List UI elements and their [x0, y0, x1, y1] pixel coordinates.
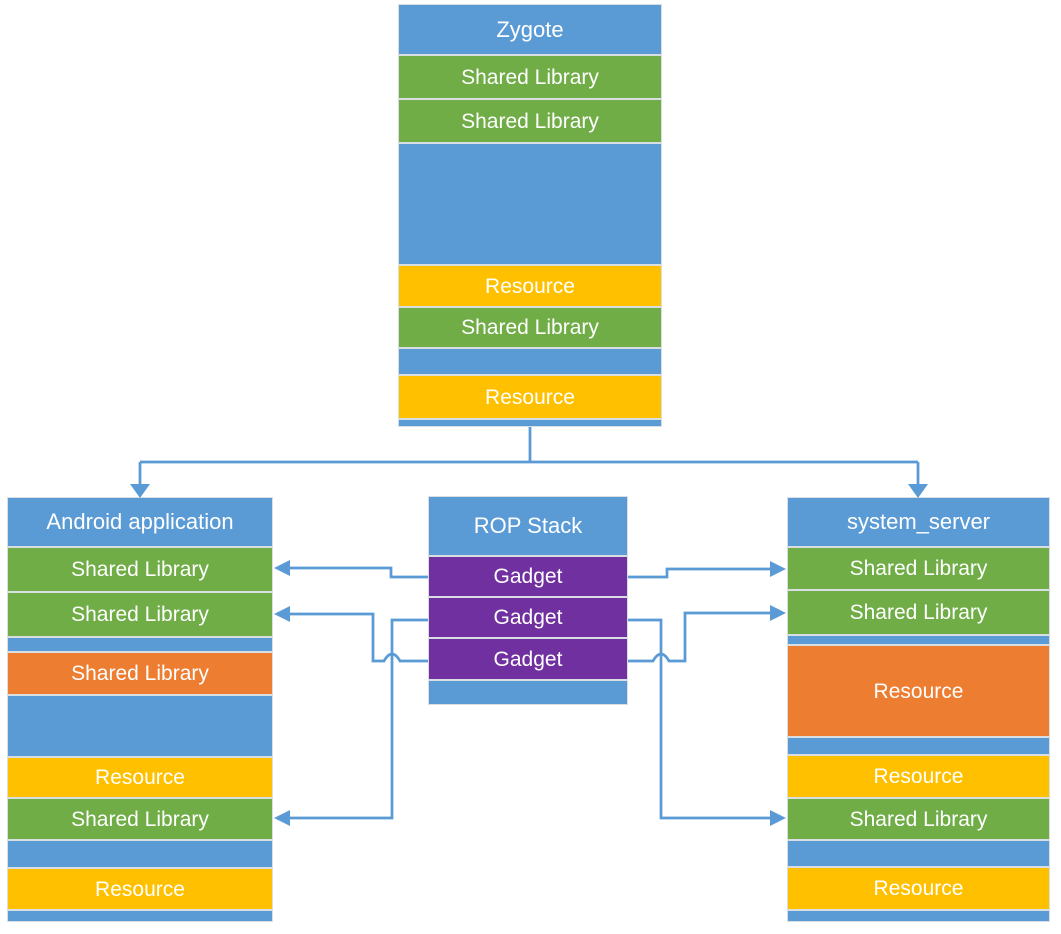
gadget1-to-system-shared-library-connector [628, 561, 786, 579]
system-server-column: system_server Shared Library Shared Libr… [787, 497, 1050, 922]
system-row-footer [787, 910, 1050, 922]
rop-row-footer [428, 680, 628, 705]
zygote-row-unlabeled-memory [398, 143, 662, 265]
rop-row-gadget-3: Gadget [428, 638, 628, 680]
down-arrow-icon [130, 484, 150, 498]
gadget2-to-system-shared-library-connector [628, 618, 786, 826]
rop-stack-title: ROP Stack [428, 496, 628, 556]
gadget3-to-system-shared-library-connector [628, 605, 786, 663]
system-row-shared-library: Shared Library [787, 590, 1050, 635]
zygote-row-resource: Resource [398, 375, 662, 419]
android-application-column: Android application Shared Library Share… [7, 497, 273, 922]
rop-row-gadget-2: Gadget [428, 597, 628, 638]
android-row-resource: Resource [7, 757, 273, 798]
system-row-unlabeled-memory [787, 635, 1050, 645]
zygote-fork-connector [130, 427, 928, 498]
system-row-shared-library: Shared Library [787, 547, 1050, 590]
left-arrow-icon [274, 606, 290, 622]
zygote-row-resource: Resource [398, 265, 662, 307]
right-arrow-icon [770, 605, 786, 621]
system-row-shared-library: Shared Library [787, 798, 1050, 840]
right-arrow-icon [770, 810, 786, 826]
left-arrow-icon [274, 560, 290, 576]
system-row-unlabeled-memory [787, 737, 1050, 755]
system-row-resource: Resource [787, 867, 1050, 910]
system-server-title: system_server [787, 497, 1050, 547]
android-row-footer [7, 910, 273, 922]
android-row-shared-library: Shared Library [7, 547, 273, 592]
rop-stack-column: ROP Stack Gadget Gadget Gadget [428, 496, 628, 705]
system-row-unlabeled-memory [787, 840, 1050, 867]
system-row-resource-highlighted: Resource [787, 645, 1050, 737]
android-row-shared-library-highlighted: Shared Library [7, 652, 273, 695]
zygote-process-column: Zygote Shared Library Shared Library Res… [398, 4, 662, 427]
android-application-title: Android application [7, 497, 273, 547]
zygote-title: Zygote [398, 4, 662, 55]
gadget3-to-android-shared-library-connector [274, 606, 428, 663]
zygote-row-shared-library: Shared Library [398, 307, 662, 348]
zygote-row-footer [398, 419, 662, 427]
android-row-unlabeled-memory [7, 695, 273, 757]
android-row-shared-library: Shared Library [7, 592, 273, 637]
zygote-row-shared-library: Shared Library [398, 55, 662, 99]
android-row-unlabeled-memory [7, 840, 273, 868]
gadget1-to-android-shared-library-connector [274, 560, 428, 579]
down-arrow-icon [908, 484, 928, 498]
android-row-resource: Resource [7, 868, 273, 910]
zygote-row-shared-library: Shared Library [398, 99, 662, 143]
right-arrow-icon [770, 561, 786, 577]
android-row-shared-library: Shared Library [7, 798, 273, 840]
system-row-resource: Resource [787, 755, 1050, 798]
zygote-row-unlabeled-memory [398, 348, 662, 375]
rop-row-gadget-1: Gadget [428, 556, 628, 597]
left-arrow-icon [274, 810, 290, 826]
android-row-unlabeled-memory [7, 637, 273, 652]
gadget2-to-android-shared-library-connector [274, 618, 428, 826]
